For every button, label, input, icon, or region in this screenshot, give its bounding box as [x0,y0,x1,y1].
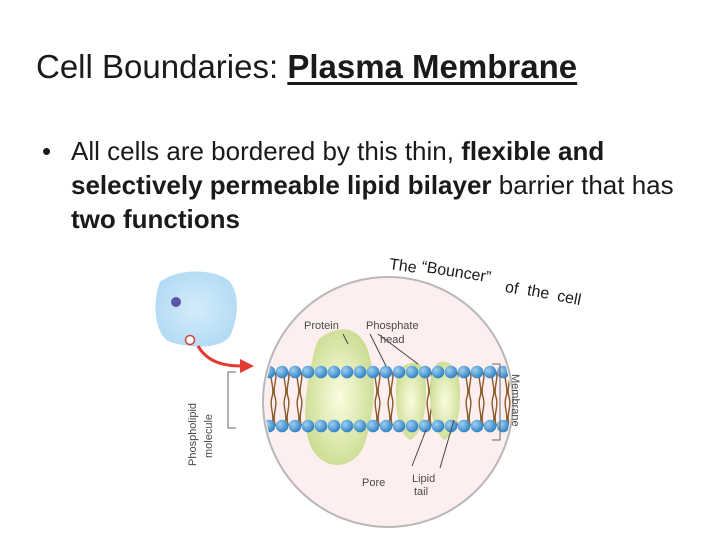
phosphate-head [405,365,419,379]
title-prefix: Cell Boundaries: [36,48,288,85]
bullet-symbol: • [42,136,52,166]
phosphate-head [301,419,315,433]
phosphate-head [340,419,354,433]
bullet-part-3: barrier that has [491,170,674,200]
lipid-tails [265,372,511,426]
phosphate-head [288,419,302,433]
phosphate-head [392,365,406,379]
phosphate-head [366,419,380,433]
phosphate-head [250,420,263,433]
label-phospholipid: Phospholipid [187,403,199,466]
pore-protein-left [396,362,426,440]
phosphate-head [444,365,458,379]
membrane-bracket [492,363,501,441]
tail-pointer [439,419,455,469]
phosphate-head [366,365,380,379]
phosphate-head [483,365,497,379]
phosphate-head [250,366,263,379]
pore-pointer [411,429,427,467]
phosphate-head [483,419,497,433]
phosphate-head [275,365,289,379]
head-pointer-2 [377,333,419,365]
phosphate-head [457,365,471,379]
zoom-arrow-head [240,359,254,373]
slide-title: Cell Boundaries: Plasma Membrane [36,48,577,86]
phosphate-head [340,365,354,379]
membrane-spot [184,334,196,346]
label-protein: Protein [304,320,339,332]
phosphate-head [379,419,393,433]
phosphate-head [379,365,393,379]
phosphate-head [457,419,471,433]
bullet-part-2: flexible and selectively permeable lipid… [71,136,605,200]
phosphate-head [431,365,445,379]
label-phosphate-2: head [380,334,404,346]
protein-left [305,329,374,465]
title-emphasis: Plasma Membrane [287,48,578,85]
protein-pointer [342,333,349,345]
phosphate-head [353,365,367,379]
phosphate-head [275,419,289,433]
phosphate-head [470,365,484,379]
label-membrane: Membrane [509,374,521,427]
phosphate-head [496,419,510,433]
phosphate-head [314,365,328,379]
phosphate-head [353,419,367,433]
phosphate-head [418,365,432,379]
phosphate-heads-top [250,365,511,379]
label-lipid: Lipid [412,473,435,485]
head-pointer-1 [369,333,387,367]
phosphate-head [301,365,315,379]
bullet-part-1: All cells are bordered by this thin, [71,136,462,166]
bullet-text: All cells are bordered by this thin, fle… [71,134,686,236]
phosphate-head [327,419,341,433]
phosphate-head [405,419,419,433]
phosphate-head [288,365,302,379]
label-tail: tail [414,486,428,498]
phosphate-head [314,419,328,433]
phosphate-head [470,419,484,433]
label-molecule: molecule [203,414,215,458]
label-phosphate-1: Phosphate [366,320,419,332]
phosphate-head [444,419,458,433]
phospholipid-bracket [227,371,236,429]
bullet-part-4: two functions [71,204,240,234]
phosphate-head [392,419,406,433]
small-cell-icon [155,271,237,347]
label-pore: Pore [362,477,385,489]
phosphate-head [327,365,341,379]
phosphate-heads-bottom [250,419,511,433]
nucleus-dot [171,297,181,307]
phosphate-head [418,419,432,433]
zoom-arrow [196,345,243,368]
plasma-membrane-diagram: Protein Phosphate head Pore Lipid tail M… [155,271,521,528]
phosphate-head [431,419,445,433]
